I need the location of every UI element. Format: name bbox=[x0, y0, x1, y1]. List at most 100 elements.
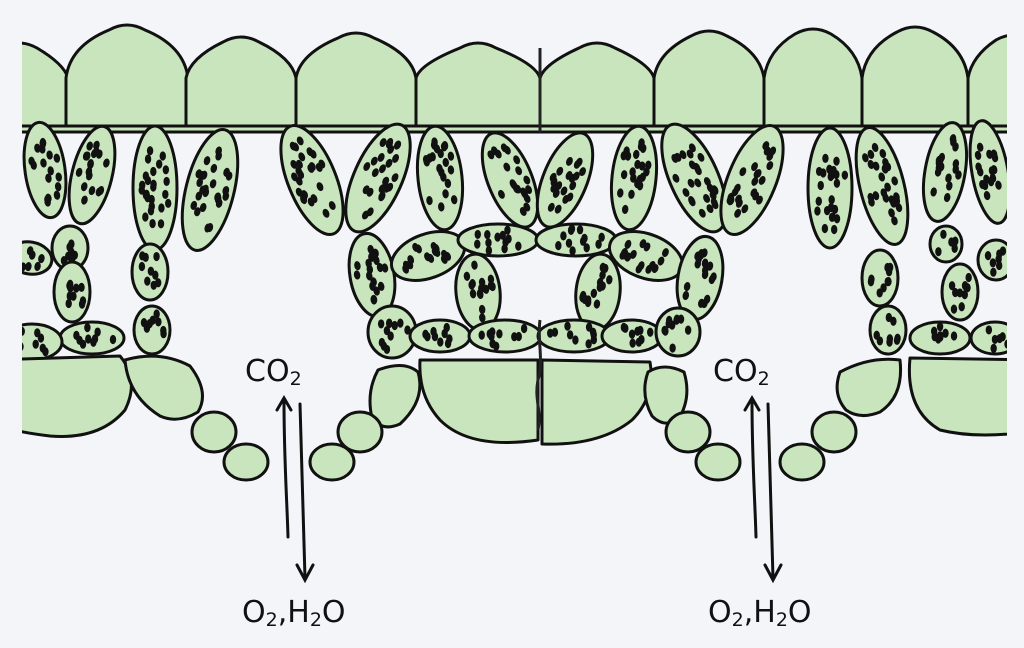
o2-h2o-label-left: O2,H2O bbox=[242, 595, 346, 631]
chloroplast bbox=[369, 281, 376, 291]
chloroplast bbox=[569, 246, 576, 256]
chloroplast bbox=[392, 154, 400, 163]
chloroplast bbox=[817, 180, 824, 191]
chloroplast bbox=[862, 153, 869, 163]
lower-epidermis-cell bbox=[907, 356, 1007, 437]
mesophyll-cell bbox=[344, 122, 412, 234]
chloroplast bbox=[290, 159, 298, 169]
chloroplast bbox=[895, 203, 903, 213]
chloroplast bbox=[965, 272, 972, 283]
chloroplast bbox=[45, 173, 52, 183]
chloroplast bbox=[703, 177, 711, 186]
chloroplast bbox=[90, 337, 97, 347]
chloroplast bbox=[833, 178, 841, 188]
chloroplast bbox=[867, 149, 875, 159]
chloroplast bbox=[85, 167, 93, 177]
chloroplast bbox=[946, 181, 953, 191]
chloroplast bbox=[741, 204, 749, 214]
chloroplast bbox=[688, 196, 696, 205]
chloroplast bbox=[494, 232, 501, 242]
chloroplast bbox=[494, 149, 502, 159]
mesophyll-cell bbox=[390, 230, 466, 282]
arrow-down-right bbox=[766, 402, 775, 580]
chloroplast bbox=[140, 318, 148, 328]
guard-cell bbox=[336, 410, 384, 454]
chloroplast bbox=[489, 339, 496, 349]
chloroplast bbox=[990, 165, 998, 175]
mesophyll-cell-wall bbox=[279, 123, 345, 237]
chloroplast bbox=[354, 261, 361, 271]
chloroplast bbox=[815, 196, 822, 206]
chloroplast bbox=[868, 274, 875, 284]
mesophyll-cell bbox=[408, 318, 472, 354]
chloroplast bbox=[984, 251, 992, 261]
chloroplast bbox=[624, 239, 632, 249]
chloroplast bbox=[377, 153, 385, 162]
upper-epidermis-cell bbox=[294, 31, 418, 128]
chloroplast bbox=[150, 166, 157, 177]
mesophyll-cell bbox=[467, 318, 543, 354]
chloroplast bbox=[936, 321, 944, 332]
chloroplast bbox=[76, 335, 83, 345]
chloroplast bbox=[485, 245, 493, 256]
chloroplast bbox=[579, 167, 586, 177]
chloroplast bbox=[379, 138, 387, 147]
chloroplast bbox=[142, 171, 150, 181]
chloroplast bbox=[635, 337, 643, 347]
chloroplast bbox=[520, 187, 527, 197]
chloroplast bbox=[316, 182, 324, 192]
chloroplast bbox=[975, 162, 982, 172]
chloroplast bbox=[758, 176, 766, 185]
chloroplast bbox=[991, 153, 999, 163]
chloroplast bbox=[310, 194, 318, 204]
chloroplast bbox=[153, 309, 160, 319]
mesophyll-cell bbox=[366, 304, 418, 360]
guard-cell bbox=[308, 442, 356, 482]
mesophyll-cell bbox=[854, 126, 910, 246]
chloroplast bbox=[162, 189, 169, 200]
chloroplast bbox=[672, 173, 680, 183]
upper-epidermis-cell bbox=[538, 41, 656, 128]
chloroplast bbox=[698, 250, 705, 260]
chloroplast bbox=[385, 158, 393, 168]
chloroplast bbox=[42, 347, 49, 357]
chloroplast bbox=[479, 313, 486, 323]
chloroplast bbox=[948, 281, 956, 291]
mesophyll-cell bbox=[600, 318, 664, 354]
chloroplast bbox=[751, 177, 759, 186]
arrow-up-right bbox=[750, 398, 758, 539]
chloroplast bbox=[154, 278, 162, 288]
mesophyll-cell bbox=[456, 222, 540, 258]
chloroplast bbox=[78, 282, 85, 292]
chloroplast bbox=[882, 157, 889, 167]
mesophyll-cell-wall bbox=[132, 304, 172, 356]
chloroplast bbox=[55, 172, 62, 182]
chloroplast bbox=[500, 143, 508, 153]
chloroplast bbox=[952, 287, 959, 298]
chloroplast bbox=[210, 163, 218, 173]
chloroplast bbox=[139, 180, 146, 190]
chloroplast bbox=[53, 190, 61, 200]
chloroplast bbox=[596, 282, 604, 292]
chloroplast bbox=[739, 167, 747, 177]
chloroplast bbox=[828, 195, 835, 205]
mesophyll-cell bbox=[480, 131, 540, 229]
chloroplast bbox=[622, 323, 629, 333]
chloroplast bbox=[484, 230, 491, 240]
center-seam-line bbox=[535, 48, 542, 431]
chloroplast bbox=[426, 195, 433, 206]
chloroplast bbox=[427, 253, 435, 263]
chloroplast bbox=[841, 170, 849, 180]
chloroplast bbox=[572, 335, 579, 345]
chloroplast bbox=[815, 166, 823, 177]
chloroplast bbox=[523, 194, 531, 203]
chloroplast bbox=[485, 238, 492, 248]
chloroplast bbox=[510, 180, 518, 190]
chloroplast bbox=[73, 283, 80, 293]
chloroplast bbox=[34, 261, 41, 272]
mesophyll-cell bbox=[654, 306, 702, 358]
gas-exchange-right: CO2 O2,H2O bbox=[708, 354, 812, 631]
chloroplast bbox=[950, 304, 958, 314]
chloroplast bbox=[386, 137, 394, 147]
chloroplast bbox=[402, 264, 410, 274]
